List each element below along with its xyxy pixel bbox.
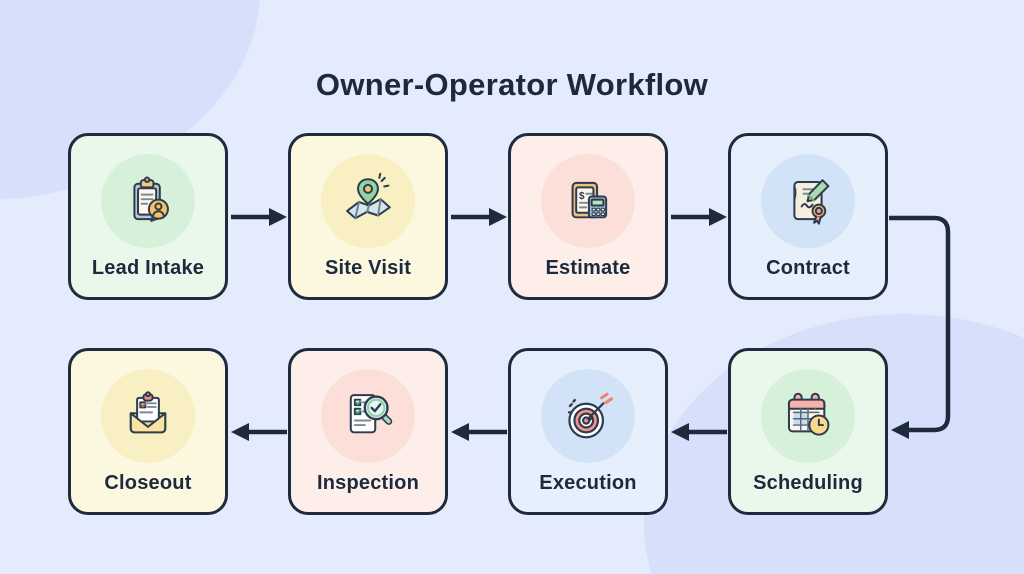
step-card-site-visit: Site Visit	[288, 133, 448, 300]
document-pen-seal-icon	[793, 179, 830, 225]
icon-circle	[321, 369, 415, 463]
step-label: Lead Intake	[91, 257, 205, 279]
step-card-execution: Execution	[508, 348, 668, 515]
step-card-closeout: Closeout	[68, 348, 228, 515]
svg-text:$: $	[579, 191, 585, 202]
step-card-scheduling: Scheduling	[728, 348, 888, 515]
page-title: Owner-Operator Workflow	[315, 66, 709, 102]
icon-circle	[101, 369, 195, 463]
step-card-estimate: $ Estimate	[508, 133, 668, 300]
target-arrow-icon	[567, 392, 614, 439]
icon-circle: $	[541, 154, 635, 248]
calendar-clock-icon	[787, 392, 830, 436]
step-label: Estimate	[545, 257, 631, 279]
envelope-report-icon	[129, 391, 167, 434]
step-label: Site Visit	[324, 257, 412, 279]
step-label: Scheduling	[753, 472, 863, 494]
icon-circle	[761, 154, 855, 248]
step-card-contract: Contract	[728, 133, 888, 300]
step-label: Execution	[539, 472, 637, 494]
icon-circle	[101, 154, 195, 248]
step-label: Inspection	[316, 472, 419, 494]
icon-circle	[761, 369, 855, 463]
icon-circle	[541, 369, 635, 463]
map-pin-icon	[346, 172, 391, 220]
step-label: Contract	[766, 257, 850, 279]
icon-circle	[321, 154, 415, 248]
step-card-lead-intake: Lead Intake	[68, 133, 228, 300]
step-card-inspection: Inspection	[288, 348, 448, 515]
checklist-magnifier-icon	[349, 394, 393, 434]
step-label: Closeout	[104, 472, 192, 494]
clipboard-calculator-icon: $	[571, 181, 608, 219]
clipboard-person-icon	[133, 176, 169, 222]
